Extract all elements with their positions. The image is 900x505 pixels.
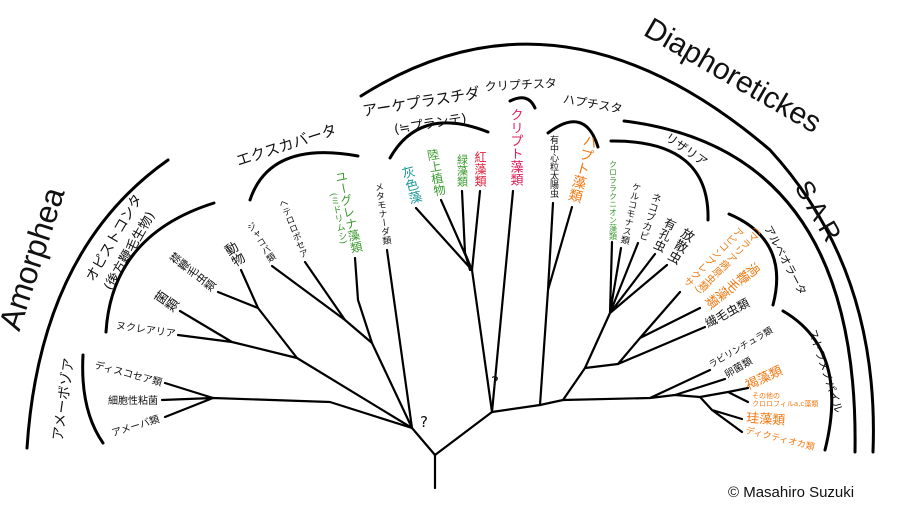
amoebozoa-arc: [81, 353, 105, 445]
taxon-chlorarachniophytes: クロララクニオン藻類: [609, 160, 618, 241]
group-label-amoebozoa: アメーボゾア: [50, 357, 77, 442]
taxon-metamonads: メタモナーダ類: [372, 182, 391, 247]
taxon-red-algae: 紅藻類: [473, 151, 487, 188]
opisthokonta-branch: [176, 268, 414, 430]
taxon-dictyochophytes: ディクティオカ類: [744, 424, 816, 453]
haptista-branch: [538, 201, 574, 407]
amoebozoa-branch: [160, 381, 414, 430]
cryptista-branch: [490, 189, 515, 414]
excavata-arc: [248, 151, 360, 202]
taxon-fungi: 菌類: [150, 289, 181, 317]
sar-stem: [538, 398, 565, 407]
sar-arc: [622, 119, 857, 454]
taxon-heterolobosea: ヘテロロボセア: [276, 198, 309, 260]
archaeplastida-arc: [388, 121, 490, 160]
taxon-nucleariids: ヌクレアリア: [115, 320, 176, 340]
taxon-other-chlorophyll-ac-algae-2: クロロフィルa,c藻類: [752, 399, 818, 408]
alveolata-arc: [727, 212, 779, 307]
uncertain-mark-left: ?: [420, 413, 428, 431]
opisthokonta-arc: [104, 201, 216, 334]
excavata-branch: [270, 248, 414, 430]
right-branch: [490, 403, 542, 414]
uncertain-mark-center: ?: [491, 373, 499, 391]
tree-branches: [160, 189, 750, 490]
taxon-green-algae: 緑藻類: [456, 153, 469, 188]
cryptista-arc: [508, 96, 537, 110]
group-label-amorphea: Amorphea: [0, 183, 72, 335]
taxon-animals: 動物: [220, 240, 248, 271]
taxon-diatoms: 珪藻類: [746, 411, 786, 429]
rhizaria-arc: [609, 139, 710, 222]
taxon-centrohelids: 有中心粒太陽虫: [548, 134, 559, 199]
taxon-other-chlorophyll-ac-algae: その他の: [752, 391, 780, 400]
taxon-jakobids: ジャコバ類: [244, 221, 277, 266]
diaphoretickes-arc: [359, 42, 875, 454]
left-branch: [410, 426, 437, 457]
amorphea-arc: [25, 158, 170, 450]
taxon-amoebae: アメーバ類: [110, 413, 161, 439]
alveolata-branch: [583, 290, 707, 370]
archaeplastida-branch: [414, 189, 494, 414]
clade-arcs: [25, 42, 875, 454]
stramenopiles-branch: [561, 368, 750, 434]
haptista-arc: [546, 120, 600, 149]
taxon-discosea: ディスコセア類: [93, 358, 163, 388]
taxon-glaucophytes: 灰色藻: [398, 164, 423, 206]
copyright-text: © Masahiro Suzuki: [728, 484, 854, 501]
group-label-haptista: ハプチスタ: [562, 92, 624, 116]
group-label-cryptista: クリプチスタ: [484, 76, 557, 94]
taxon-choanoflagellates: 襟鞭毛虫類: [166, 250, 218, 295]
group-label-alveolata: アルベオラータ: [761, 223, 809, 297]
taxon-haptophytes: ハプト藻類: [565, 132, 599, 204]
rhizaria-branch: [561, 240, 669, 402]
stramenopiles-arc: [781, 309, 834, 452]
group-label-archaeplastida-sub: (≒プランテ): [393, 111, 468, 137]
group-label-excavata: エクスカバータ: [234, 121, 339, 170]
taxon-cryptophytes: クリプト藻類: [508, 108, 524, 186]
central-branch: [433, 410, 494, 457]
taxon-land-plants: 陸上植物: [425, 147, 447, 197]
taxon-dictyostelids: 細胞性粘菌: [108, 394, 158, 407]
